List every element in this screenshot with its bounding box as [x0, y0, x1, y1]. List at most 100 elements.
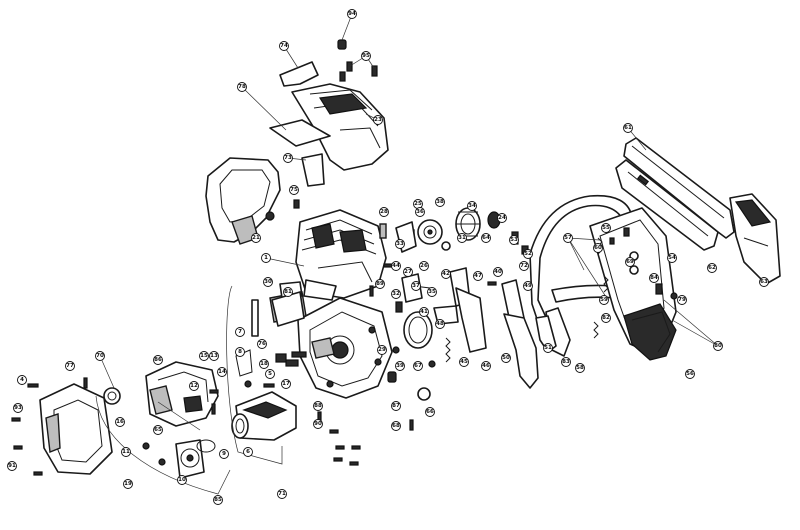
- callout-23: 23: [373, 115, 383, 125]
- callout-number: 26: [420, 263, 428, 269]
- callout-bubble: [403, 267, 413, 277]
- callout-bubble: [391, 261, 401, 271]
- callout-number: 59: [600, 297, 608, 303]
- callout-number: 56: [686, 371, 694, 377]
- callout-39: 39: [395, 361, 405, 371]
- callout-number: 66: [426, 409, 434, 415]
- callout-bubble: [217, 367, 227, 377]
- callout-bubble: [153, 425, 163, 435]
- callout-bubble: [377, 345, 387, 355]
- callout-number: 21: [252, 235, 260, 241]
- callout-bubble: [265, 369, 275, 379]
- callout-bubble: [435, 197, 445, 207]
- callout-bubble: [411, 281, 421, 291]
- callout-number: 83: [562, 359, 570, 365]
- oil-cap-66: [387, 371, 397, 383]
- callout-number: 63: [760, 279, 768, 285]
- callout-bubble: [13, 403, 23, 413]
- callout-number: 39: [396, 363, 404, 369]
- callout-bubble: [481, 233, 491, 243]
- callout-48: 48: [435, 319, 445, 329]
- callout-number: 14: [218, 369, 226, 375]
- callout-number: 84: [650, 275, 658, 281]
- callout-number: 6: [246, 449, 250, 455]
- callout-number: 18: [260, 361, 268, 367]
- callout-number: 5: [268, 371, 272, 377]
- callout-bubble: [519, 261, 529, 271]
- callout-bubble: [209, 351, 219, 361]
- callout-number: 9: [222, 451, 226, 457]
- callout-number: 48: [436, 321, 444, 327]
- callout-number: 94: [348, 11, 356, 17]
- callout-number: 55: [602, 225, 610, 231]
- callout-9: 9: [219, 449, 229, 459]
- callout-number: 33: [396, 241, 404, 247]
- callout-number: 16: [116, 419, 124, 425]
- callout-number: 93: [14, 405, 22, 411]
- callout-81: 81: [283, 287, 293, 297]
- chain-guard-group: [535, 207, 678, 361]
- callout-53: 53: [509, 235, 519, 245]
- callout-59: 59: [599, 295, 609, 305]
- callout-bubble: [259, 359, 269, 369]
- callout-number: 17: [282, 381, 290, 387]
- callout-number: 8: [238, 349, 242, 355]
- callout-bubble: [415, 207, 425, 217]
- callout-95: 95: [361, 51, 371, 61]
- callout-number: 32: [392, 291, 400, 297]
- callout-bubble: [277, 489, 287, 499]
- callout-number: 25: [414, 201, 422, 207]
- callout-bubble: [563, 233, 573, 243]
- callout-bubble: [375, 279, 385, 289]
- callout-number: 1: [264, 255, 268, 261]
- callout-number: 44: [392, 263, 400, 269]
- callout-bubble: [575, 363, 585, 373]
- callout-number: 34: [468, 203, 476, 209]
- callout-91: 91: [7, 461, 17, 471]
- callout-bubble: [543, 343, 553, 353]
- callout-76: 76: [257, 339, 267, 349]
- callout-69: 69: [625, 257, 635, 267]
- spring-45: [445, 337, 451, 363]
- callout-bubble: [251, 233, 261, 243]
- callout-36: 36: [415, 207, 425, 217]
- callout-bubble: [457, 233, 467, 243]
- callout-number: 38: [436, 199, 444, 205]
- callout-number: 64: [482, 235, 490, 241]
- callout-62: 62: [707, 263, 717, 273]
- callout-bubble: [677, 295, 687, 305]
- callout-bubble: [373, 115, 383, 125]
- callout-85: 85: [213, 495, 223, 505]
- callout-bubble: [427, 287, 437, 297]
- callout-number: 76: [258, 341, 266, 347]
- hardware-group: [11, 263, 497, 476]
- callout-number: 71: [278, 491, 286, 497]
- callout-4: 4: [17, 375, 27, 385]
- callout-77: 77: [65, 361, 75, 371]
- callout-number: 72: [520, 263, 528, 269]
- callout-bubble: [283, 287, 293, 297]
- callout-number: 91: [8, 463, 16, 469]
- callout-bubble: [199, 351, 209, 361]
- callout-32: 32: [391, 289, 401, 299]
- callout-bubble: [523, 281, 533, 291]
- callout-number: 80: [714, 343, 722, 349]
- callout-13: 13: [209, 351, 219, 361]
- callout-27: 27: [403, 267, 413, 277]
- callout-80: 80: [713, 341, 723, 351]
- callout-bubble: [395, 239, 405, 249]
- callout-number: 11: [122, 449, 130, 455]
- callout-number: 74: [280, 43, 288, 49]
- callout-83: 83: [561, 357, 571, 367]
- callout-16: 16: [115, 417, 125, 427]
- knob-94: [337, 39, 347, 50]
- callout-number: 81: [284, 289, 292, 295]
- callout-bubble: [313, 419, 323, 429]
- callout-bubble: [123, 479, 133, 489]
- callout-78: 78: [237, 82, 247, 92]
- callout-bubble: [391, 421, 401, 431]
- callout-88: 88: [313, 401, 323, 411]
- callout-bubble: [257, 339, 267, 349]
- callout-15: 15: [199, 351, 209, 361]
